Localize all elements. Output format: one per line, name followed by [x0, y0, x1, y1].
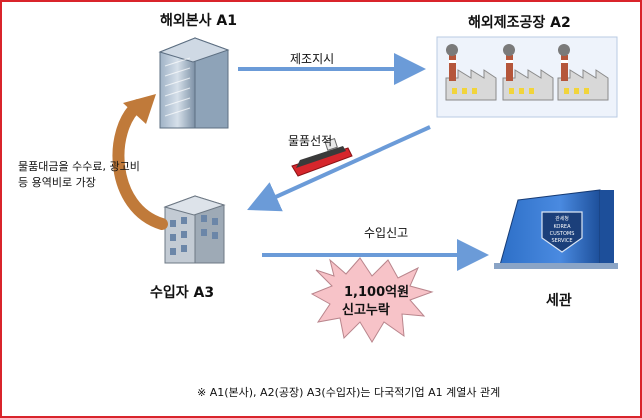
omission-label: 신고누락 [342, 303, 390, 318]
customs-sign-line1: 관세청 [555, 215, 569, 222]
importer-label: 수입자 A3 [150, 285, 215, 301]
factory-icon [436, 36, 618, 118]
customs-sign-line4: SERVICE [551, 238, 572, 244]
importer-building-icon [163, 195, 226, 264]
shipment-edge-label: 물품선적 [288, 134, 333, 148]
cargo-ship-icon [291, 138, 353, 177]
factory-label: 해외제조공장 A2 [468, 15, 571, 31]
declaration-edge-label: 수입신고 [364, 226, 409, 240]
hq-building-icon [158, 37, 230, 129]
order-edge-label: 제조지시 [290, 52, 335, 66]
omission-amount: 1,100억원 [344, 285, 410, 300]
customs-building-icon: 관세청 KOREA CUSTOMS SERVICE [494, 189, 618, 269]
hq-label: 해외본사 A1 [160, 13, 237, 29]
disguise-edge-label-line1: 물품대금을 수수료, 광고비 [18, 160, 140, 173]
customs-sign-line2: KOREA [554, 224, 572, 230]
disguise-edge-label-line2: 등 용역비로 가장 [18, 176, 96, 189]
disguise-arrow [112, 94, 168, 230]
shipment-arrow [247, 125, 431, 212]
customs-label: 세관 [546, 293, 572, 309]
omission-burst-shape [310, 257, 434, 343]
customs-sign-line3: CUSTOMS [550, 231, 575, 237]
footnote: ※ A1(본사), A2(공장) A3(수입자)는 다국적기업 A1 계열사 관… [197, 386, 501, 399]
